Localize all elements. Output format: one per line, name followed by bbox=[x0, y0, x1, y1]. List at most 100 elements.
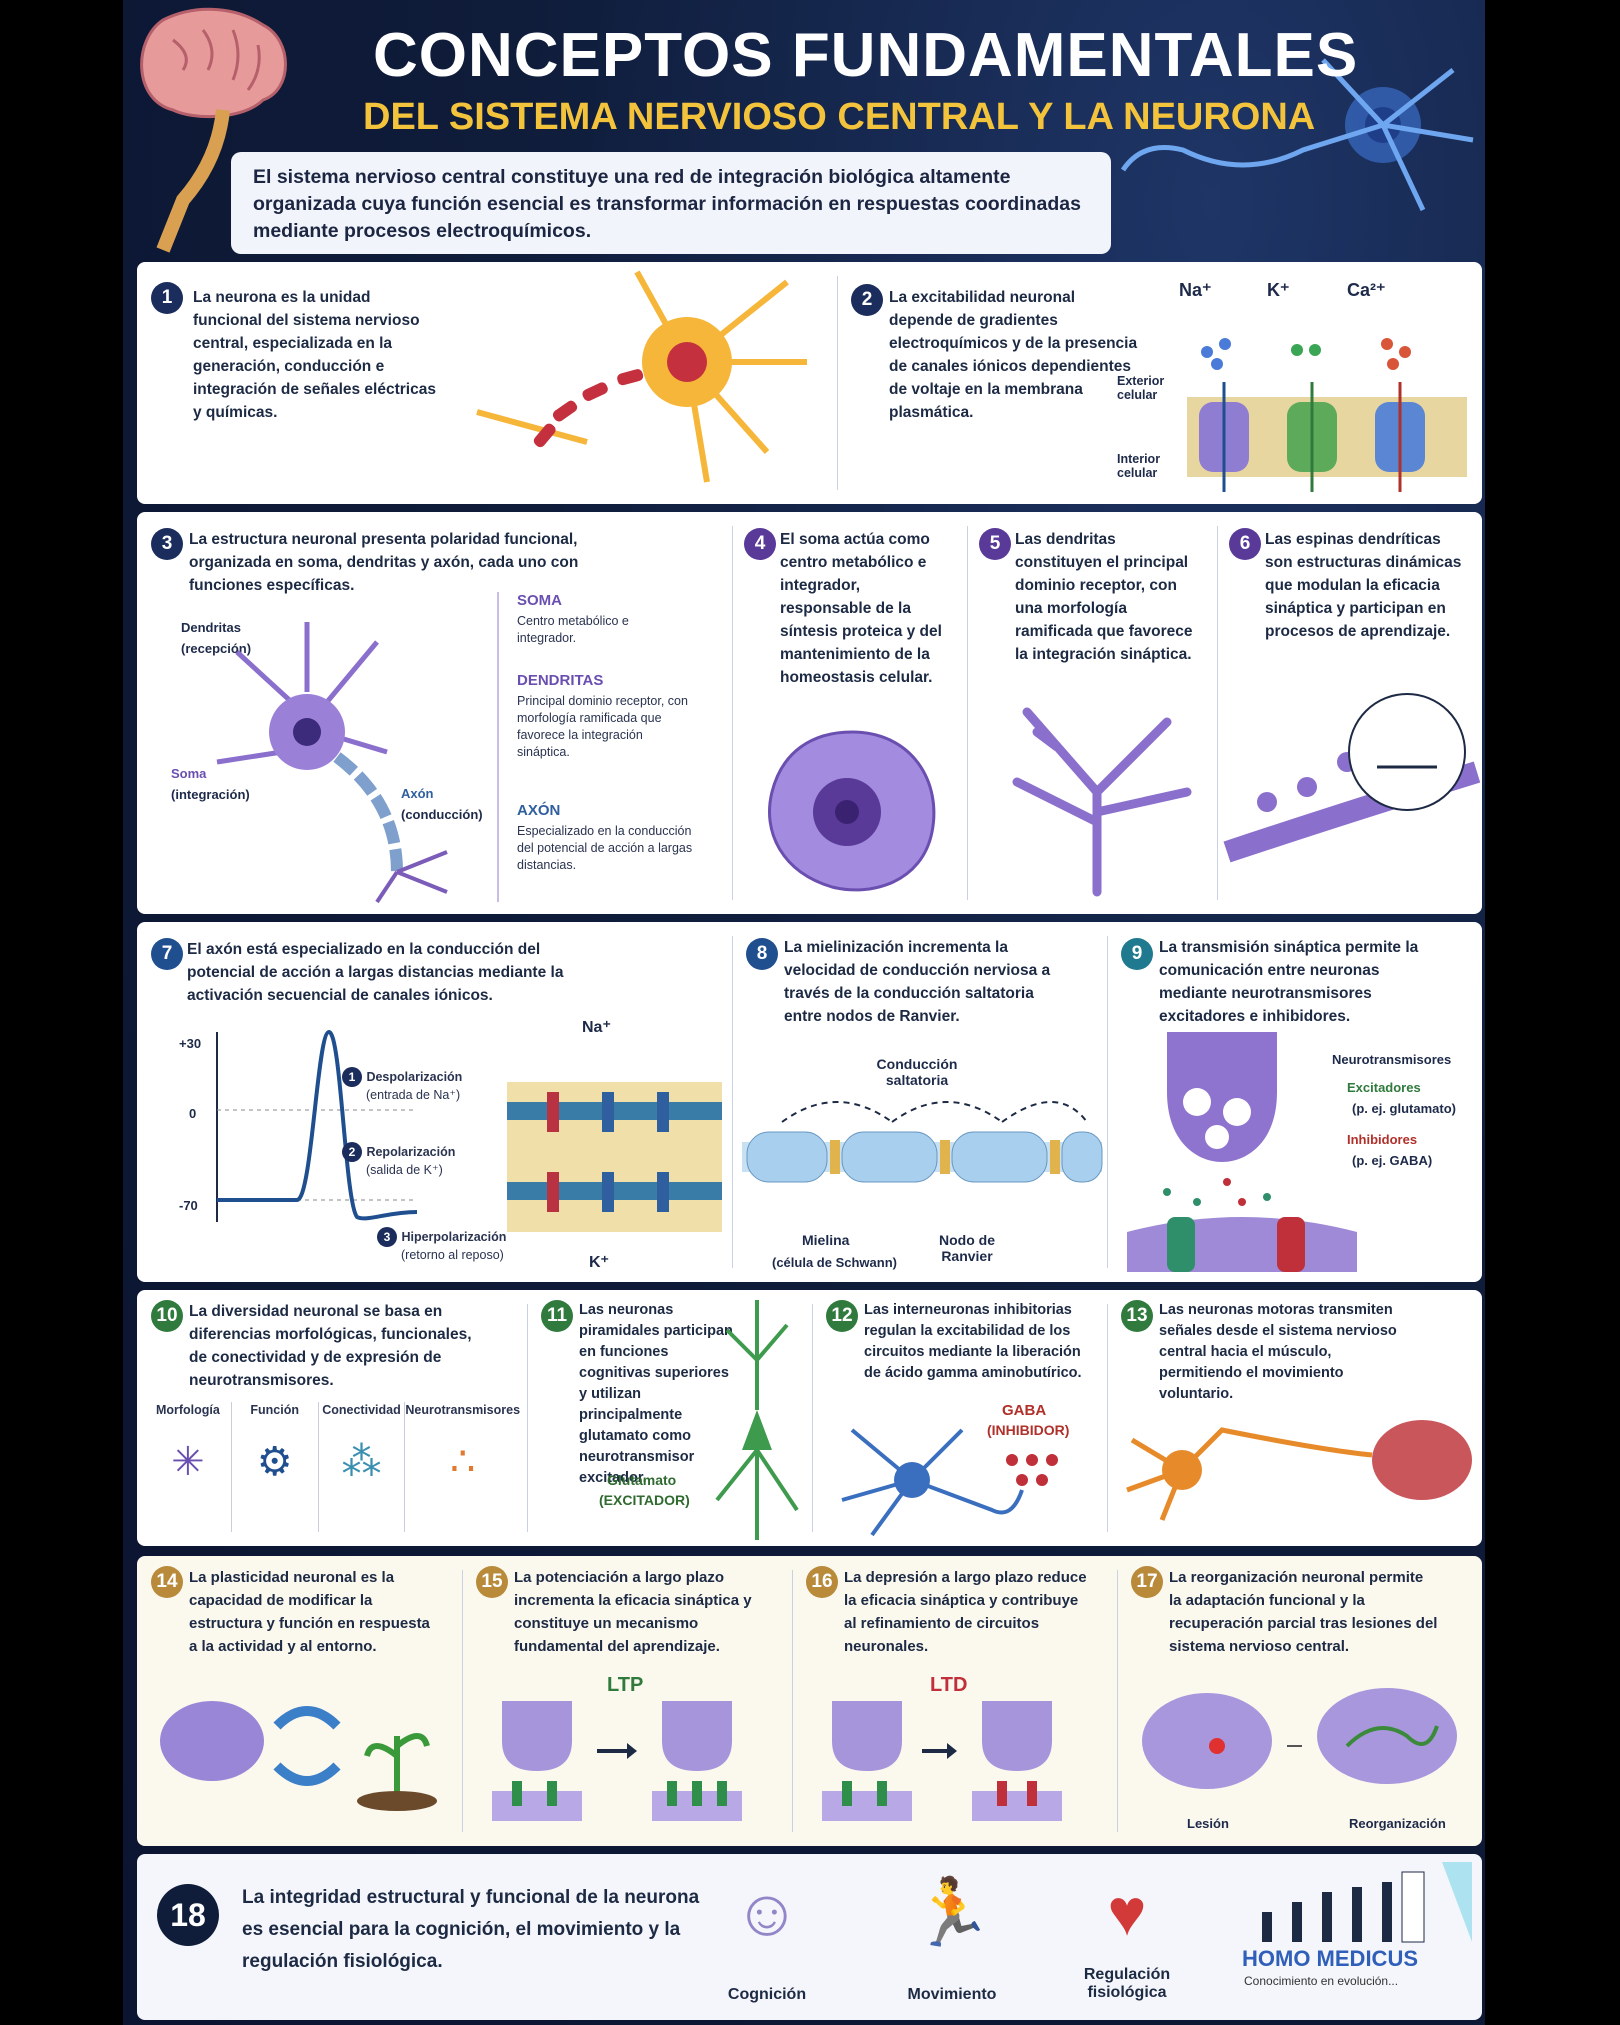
mielina-label: Mielina bbox=[802, 1232, 850, 1248]
brain-head-icon: ☺ bbox=[733, 1875, 801, 1949]
card-11-text: Las neuronas piramidales participan en f… bbox=[579, 1302, 733, 1486]
nt-title: Neurotransmisores bbox=[1332, 1052, 1452, 1067]
card-9: 9 La transmisión sináptica permite la co… bbox=[1107, 922, 1482, 1282]
footer-regulacion: ♥ Regulación fisiológica bbox=[1067, 1862, 1187, 2002]
card-18-text: La integridad estructural y funcional de… bbox=[242, 1887, 700, 1972]
card-1-text: La neurona es la unidad funcional del si… bbox=[193, 289, 436, 421]
soma-label: Soma bbox=[171, 766, 207, 781]
synapse-illustration bbox=[1127, 1032, 1357, 1272]
card-15: 15 La potenciación a largo plazo increme… bbox=[462, 1556, 792, 1846]
soma-cell-illustration bbox=[768, 730, 936, 892]
neuron-polarity-diagram bbox=[216, 622, 448, 904]
number-badge-9: 9 bbox=[1121, 938, 1153, 970]
page-title: CONCEPTOS FUNDAMENTALES bbox=[373, 21, 1359, 90]
card-17: 17 La reorganización neuronal permite la… bbox=[1117, 1556, 1482, 1846]
molecules-icon: ∴ bbox=[449, 1440, 476, 1484]
glutamato-label: Glutamato bbox=[607, 1472, 677, 1488]
brain-spinal-cord-illustration bbox=[140, 7, 287, 253]
legend-soma-desc: Centro metabólico e integrador. bbox=[517, 614, 629, 645]
ltp-label: LTP bbox=[607, 1674, 644, 1696]
diversity-morfologia: Morfología ✳ bbox=[145, 1402, 232, 1532]
ap-na-label: Na⁺ bbox=[582, 1019, 611, 1036]
ion-k-label: K⁺ bbox=[1267, 280, 1290, 300]
dendritas-label: Dendritas bbox=[181, 620, 241, 635]
phase-3-detail: (retorno al reposo) bbox=[401, 1248, 504, 1262]
phase-badge-3: 3 bbox=[377, 1227, 397, 1247]
number-badge-18: 18 bbox=[157, 1884, 219, 1946]
card-12: 12 Las interneuronas inhibitorias regula… bbox=[812, 1290, 1107, 1546]
footer-movimiento: 🏃 Movimiento bbox=[892, 1862, 1012, 2004]
number-badge-4: 4 bbox=[744, 528, 776, 560]
number-badge-2: 2 bbox=[851, 284, 883, 316]
diversity-label-1: Función bbox=[250, 1403, 299, 1417]
legend-dendritas-title: DENDRITAS bbox=[517, 672, 604, 689]
number-badge-10: 10 bbox=[151, 1300, 183, 1332]
card-2: 2 La excitabilidad neuronal depende de g… bbox=[837, 262, 1482, 504]
ap-phase-3: 3 Hiperpolarización (retorno al reposo) bbox=[377, 1227, 506, 1264]
regulacion-label: Regulación fisiológica bbox=[1083, 1966, 1171, 2001]
axon-label: Axón bbox=[401, 786, 434, 801]
nt-excit: Excitadores bbox=[1347, 1080, 1421, 1095]
card-2-text: La excitabilidad neuronal depende de gra… bbox=[889, 289, 1138, 421]
card-5-text: Las dendritas constituyen el principal d… bbox=[1015, 531, 1193, 663]
phase-1-name: Despolarización bbox=[366, 1070, 463, 1084]
network-icon: ⁂ bbox=[341, 1440, 382, 1484]
diversity-neurotransmisores: Neurotransmisores ∴ bbox=[405, 1402, 520, 1532]
card-13-text: Las neuronas motoras transmiten señales … bbox=[1159, 1302, 1397, 1402]
footer-cognicion: ☺ Cognición bbox=[707, 1862, 827, 2004]
ltd-label: LTD bbox=[930, 1674, 968, 1696]
row-1-panel: 1 La neurona es la unidad funcional del … bbox=[137, 262, 1482, 504]
glutamato-type: (EXCITADOR) bbox=[599, 1492, 690, 1508]
nt-excit-ex: (p. ej. glutamato) bbox=[1352, 1101, 1456, 1116]
legend-axon-title: AXÓN bbox=[517, 802, 561, 819]
action-potential-graph bbox=[216, 1029, 418, 1222]
evolution-silhouettes-logo bbox=[1262, 1862, 1472, 1943]
diversity-conectividad: Conectividad ⁂ bbox=[319, 1402, 406, 1532]
axon-channels-diagram bbox=[507, 1082, 722, 1232]
lesion-label: Lesión bbox=[1187, 1816, 1229, 1831]
saltatoria-label: Conducción saltatoria bbox=[876, 1056, 958, 1088]
intro-box: El sistema nervioso central constituye u… bbox=[231, 152, 1111, 254]
gaba-label: GABA bbox=[1002, 1402, 1047, 1419]
card-7-text: El axón está especializado en la conducc… bbox=[187, 941, 564, 1004]
card-13: 13 Las neuronas motoras transmiten señal… bbox=[1107, 1290, 1482, 1546]
number-badge-3: 3 bbox=[151, 528, 183, 560]
diversity-label-0: Morfología bbox=[155, 1403, 220, 1417]
number-badge-17: 17 bbox=[1131, 1566, 1163, 1598]
movimiento-label: Movimiento bbox=[907, 1986, 997, 2003]
legend-soma-title: SOMA bbox=[517, 592, 562, 609]
ap-phase-2: 2 Repolarización (salida de K⁺) bbox=[342, 1142, 455, 1179]
ion-ca-label: Ca²⁺ bbox=[1347, 280, 1386, 300]
brain-reorganization-illustration bbox=[1142, 1688, 1457, 1789]
mielina-sub: (célula de Schwann) bbox=[772, 1255, 897, 1270]
myelinated-axon-diagram bbox=[742, 1101, 1103, 1183]
card-5: 5 Las dendritas constituyen el principal… bbox=[967, 512, 1217, 914]
card-14-text: La plasticidad neuronal es la capacidad … bbox=[189, 1569, 430, 1655]
card-14: 14 La plasticidad neuronal es la capacid… bbox=[137, 1556, 462, 1846]
card-15-text: La potenciación a largo plazo incrementa… bbox=[514, 1569, 752, 1655]
card-17-text: La reorganización neuronal permite la ad… bbox=[1169, 1569, 1438, 1655]
reorg-label: Reorganización bbox=[1349, 1816, 1446, 1831]
number-badge-16: 16 bbox=[806, 1566, 838, 1598]
brain-plant-cycle-illustration bbox=[160, 1701, 437, 1811]
phase-2-detail: (salida de K⁺) bbox=[366, 1163, 443, 1177]
number-badge-14: 14 bbox=[151, 1566, 183, 1598]
cognicion-label: Cognición bbox=[727, 1986, 807, 2003]
interior-label: Interior celular bbox=[1117, 452, 1161, 480]
number-badge-12: 12 bbox=[826, 1300, 858, 1332]
number-badge-5: 5 bbox=[979, 528, 1011, 560]
legend-axon-desc: Especializado en la conducción del poten… bbox=[517, 824, 693, 872]
runner-icon: 🏃 bbox=[910, 1875, 994, 1949]
legend-axon: AXÓN Especializado en la conducción del … bbox=[517, 802, 707, 874]
nt-inhib-ex: (p. ej. GABA) bbox=[1352, 1153, 1433, 1168]
row-2-panel: 3 La estructura neuronal presenta polari… bbox=[137, 512, 1482, 914]
neuron-yellow-icon bbox=[476, 270, 807, 483]
number-badge-11: 11 bbox=[541, 1300, 573, 1332]
card-8-text: La mielinización incrementa la velocidad… bbox=[784, 939, 1051, 1025]
heart-icon: ♥ bbox=[1107, 1875, 1147, 1949]
ion-channel-membrane-diagram bbox=[1187, 338, 1467, 492]
ap-k-label: K⁺ bbox=[589, 1254, 609, 1271]
dendrite-branch-illustration bbox=[1012, 707, 1192, 897]
soma-sub: (integración) bbox=[171, 787, 250, 802]
card-3-text: La estructura neuronal presenta polarida… bbox=[189, 531, 579, 594]
